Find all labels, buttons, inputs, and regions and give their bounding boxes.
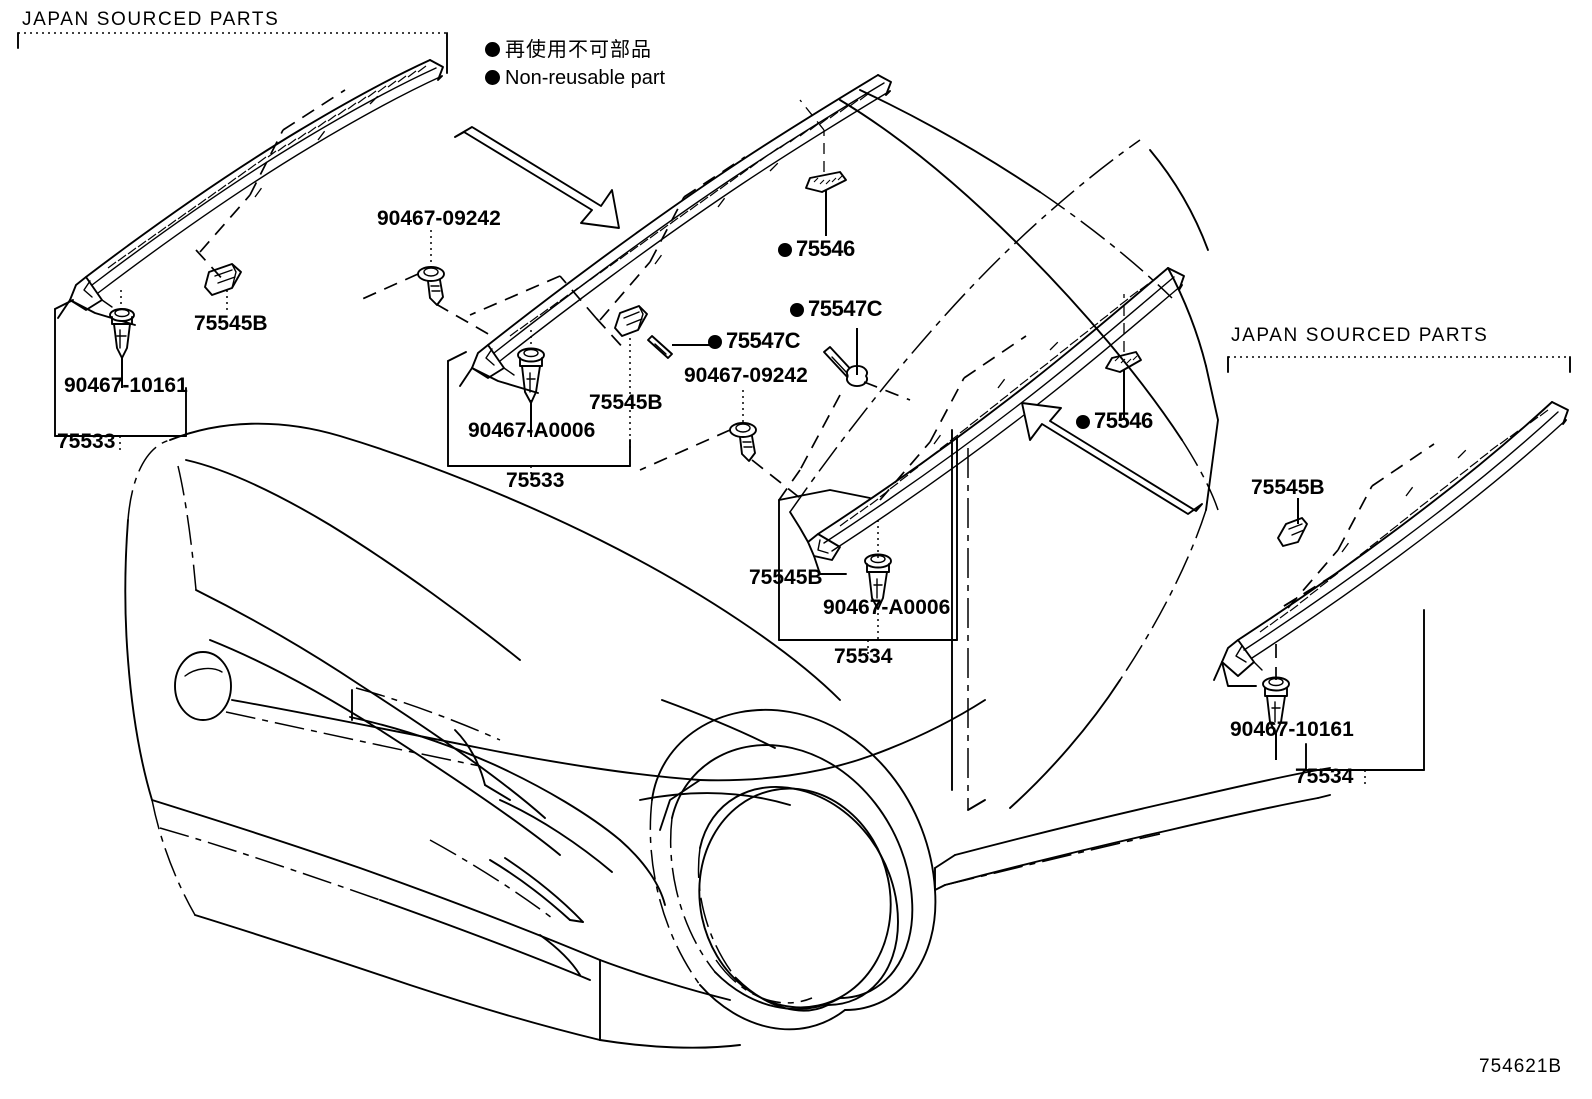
label-75545B-lower: 75545B — [749, 566, 823, 589]
nonreusable-marker-icon-5 — [778, 243, 792, 257]
label-75547C-lower-text: 75547C — [726, 328, 801, 353]
nonreusable-marker-icon-2 — [485, 70, 500, 85]
label-75546-right-text: 75546 — [1094, 408, 1153, 433]
right-moulding-part-75534 — [1213, 401, 1569, 687]
left-japan-sourced-bracket — [17, 32, 448, 74]
vehicle-body-outline — [124, 89, 1331, 1049]
legend-english-text: Non-reusable part — [505, 67, 666, 89]
legend-japanese-text: 再使用不可部品 — [505, 39, 652, 61]
label-90467-09242-upper: 90467-09242 — [377, 207, 501, 230]
label-75545B-center: 75545B — [589, 391, 663, 414]
label-75547C-upper: 75547C — [790, 296, 883, 321]
screw-90467-09242-lower — [639, 390, 801, 499]
label-90467-10161-right: 90467-10161 — [1230, 718, 1354, 741]
right-japan-sourced-bracket — [1227, 356, 1571, 373]
nonreusable-marker-icon-6 — [1076, 415, 1090, 429]
label-75546-top-text: 75546 — [796, 236, 855, 261]
label-75545B-right: 75545B — [1251, 476, 1325, 499]
legend-japanese-row: 再使用不可部品 — [485, 40, 652, 60]
retainer-75545B-center — [614, 305, 648, 452]
center-group-bracket-75533 — [447, 351, 631, 482]
clip-90467-10161-right — [1262, 644, 1290, 760]
label-90467-09242-lower: 90467-09242 — [684, 364, 808, 387]
retainer-75545B-right — [1277, 498, 1308, 547]
legend-english-row: Non-reusable part — [485, 68, 665, 88]
pin-75547C-lower — [647, 335, 712, 359]
label-75533-center: 75533 — [506, 469, 565, 492]
label-75534-right: 75534 — [1295, 765, 1354, 788]
label-75534-lower: 75534 — [834, 645, 893, 668]
clip-90467-A0006-lower — [864, 520, 892, 640]
label-90467-10161-left: 90467-10161 — [64, 374, 188, 397]
lower-center-bracket-75534 — [778, 437, 958, 658]
clip-75546-top — [799, 99, 847, 236]
pin-75547C-upper — [799, 328, 911, 471]
right-group-bracket-75534 — [1305, 609, 1425, 786]
label-75546-right: 75546 — [1076, 410, 1153, 432]
screw-90467-09242-upper — [359, 230, 491, 336]
center-moulding-part-75533 — [459, 74, 892, 394]
label-75547C-lower: 75547C — [708, 328, 801, 353]
label-75533-left: 75533 — [57, 430, 116, 453]
label-75545B-left: 75545B — [194, 312, 268, 335]
clip-75546-right — [1105, 294, 1142, 418]
label-90467-A0006-center: 90467-A0006 — [468, 419, 596, 442]
nonreusable-marker-icon-4 — [790, 303, 804, 317]
diagram-code: 754621B — [1479, 1056, 1563, 1077]
nonreusable-marker-icon — [485, 42, 500, 57]
label-75547C-upper-text: 75547C — [808, 296, 883, 321]
label-75546-top: 75546 — [778, 238, 855, 260]
nonreusable-marker-icon-3 — [708, 335, 722, 349]
retainer-75545B-left — [204, 263, 242, 312]
right-japan-sourced-parts-header: JAPAN SOURCED PARTS — [1231, 325, 1489, 346]
left-japan-sourced-parts-header: JAPAN SOURCED PARTS — [22, 9, 280, 30]
left-moulding-part-75533 — [57, 59, 444, 326]
label-90467-A0006-lower: 90467-A0006 — [823, 596, 951, 619]
